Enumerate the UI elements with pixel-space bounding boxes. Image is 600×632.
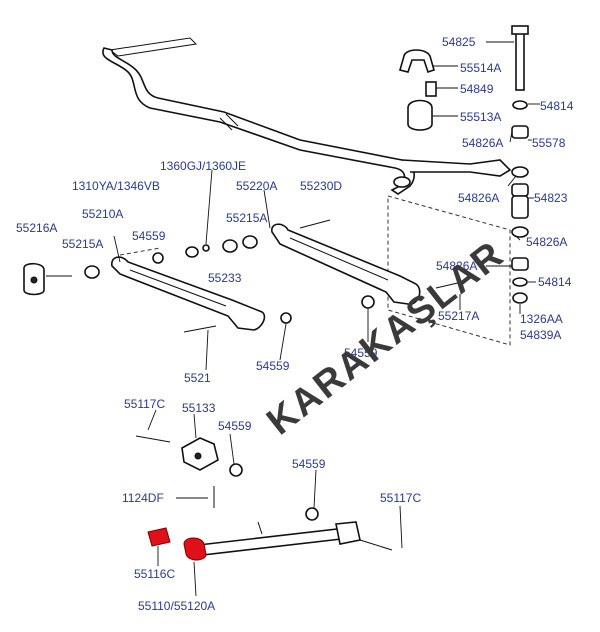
- center-bushings: [185, 219, 331, 258]
- label-54559-3: 54559: [256, 359, 290, 373]
- watermark: KARAKAŞLAR: [259, 233, 512, 443]
- label-54559-5: 54559: [292, 457, 326, 471]
- label-55117c-2: 55117C: [380, 491, 421, 505]
- label-1360gj: 1360GJ/1360JE: [160, 159, 246, 173]
- leader-lines: [113, 41, 540, 597]
- lower-bracket: [135, 435, 243, 508]
- label-54814-bottom: 54814: [538, 275, 572, 289]
- label-54826a-1: 54826A: [462, 136, 503, 150]
- label-54559-2: 54559: [344, 346, 378, 360]
- lateral-rod: [188, 507, 393, 557]
- label-55133: 55133: [182, 401, 216, 415]
- label-54825: 54825: [442, 35, 476, 49]
- link-stack: [511, 25, 529, 304]
- label-5521x: 5521: [184, 371, 211, 385]
- bushing-55116c: [147, 527, 171, 547]
- label-55233: 55233: [208, 271, 242, 285]
- label-55116c: 55116C: [134, 567, 175, 581]
- label-54823: 54823: [534, 191, 568, 205]
- left-trailing-arm: [23, 252, 292, 333]
- right-trailing-arm: [271, 223, 463, 309]
- label-55215a-2: 55215A: [226, 211, 267, 225]
- label-55220a: 55220A: [236, 179, 277, 193]
- label-54559-4: 54559: [218, 419, 252, 433]
- label-54849: 54849: [460, 82, 494, 96]
- label-54826a-4: 54826A: [436, 259, 477, 273]
- bushing-55110: [183, 537, 207, 561]
- clamp-bracket: [399, 49, 437, 131]
- label-54826a-3: 54826A: [526, 235, 567, 249]
- label-54559-1: 54559: [132, 229, 166, 243]
- label-55578: 55578: [532, 136, 566, 150]
- label-55230d: 55230D: [300, 179, 342, 193]
- label-54839a: 54839A: [520, 328, 561, 342]
- highlighted-bushings: [147, 527, 207, 561]
- label-55210a: 55210A: [82, 207, 123, 221]
- label-1326aa: 1326AA: [520, 312, 563, 326]
- label-1310ya: 1310YA/1346VB: [72, 179, 160, 193]
- stabilizer-bar: [102, 37, 512, 195]
- label-55513a: 55513A: [460, 110, 501, 124]
- label-1124df: 1124DF: [122, 491, 164, 505]
- label-54826a-2: 54826A: [458, 191, 499, 205]
- label-54814-top: 54814: [540, 99, 574, 113]
- part-labels: 54825 55514A 54849 54814 55513A 54826A 5…: [16, 35, 574, 613]
- label-55217a: 55217A: [438, 309, 479, 323]
- label-55514a: 55514A: [460, 61, 501, 75]
- label-55117c-1: 55117C: [124, 397, 165, 411]
- label-55215a-1: 55215A: [62, 237, 103, 251]
- label-55110: 55110/55120A: [138, 599, 215, 613]
- label-55216a: 55216A: [16, 221, 57, 235]
